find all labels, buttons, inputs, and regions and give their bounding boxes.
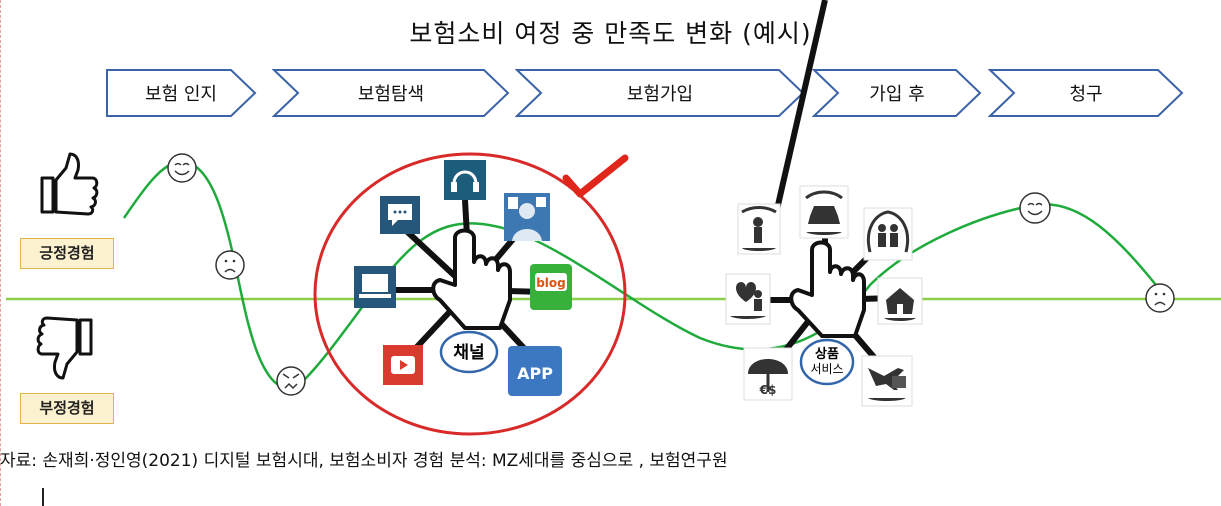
source-caption: 자료: 손재희·정인영(2021) 디지털 보험시대, 보험소비자 경험 분석:… [0,451,728,471]
sad-face-icon [1145,283,1175,313]
stage-shape [271,69,510,117]
stage-search: 보험탐색 [271,68,510,118]
pointer-hand-icon [789,240,866,338]
stage-label: 가입 후 [869,84,925,105]
stage-label: 보험가입 [626,84,694,105]
stage-shape [106,69,257,117]
umbrella-icon: €$ [743,347,793,401]
stage-claim: 청구 [987,68,1184,118]
chat-icon [380,196,420,234]
check-mark-icon [562,154,629,198]
product-label-line1: 상품 [815,347,839,362]
care-icon [737,203,781,255]
stage-shape [811,69,982,117]
negative-experience-label: 부정경험 [20,393,114,424]
pointer-hand-icon [431,228,512,330]
happy-face-icon [1019,192,1051,224]
stage-label: 청구 [1069,84,1103,105]
satisfaction-curve [122,160,1161,390]
family-icon [863,207,913,261]
stage-subscription: 보험가입 [514,68,805,118]
diagram-title: 보험소비 여정 중 만족도 변화 (예시) [409,19,812,48]
stage-label: 보험 인지 [145,84,217,105]
svg-text:blog: blog [536,276,566,290]
thumbs-up-icon [40,152,99,216]
travel-insurance-icon [861,355,913,407]
stage-after-subscription: 가입 후 [811,68,982,118]
channel-label-oval [439,330,499,374]
headset-icon [444,160,486,200]
car-insurance-icon [799,185,849,239]
laptop-icon [354,266,396,308]
video-icon [383,345,423,385]
happy-face-icon [167,153,197,183]
product-label-oval [799,338,855,386]
journey-diagram: blog APP 채널 [6,0,1221,436]
page-edge-marker [0,0,3,506]
stage-shape [987,69,1184,117]
stage-awareness: 보험 인지 [105,68,257,118]
health-icon [725,273,771,325]
thumbs-down-icon [36,316,93,380]
angry-face-icon [276,366,306,396]
app-icon: APP [508,346,562,396]
stage-label: 보험탐색 [357,84,425,105]
advisor-icon [504,193,550,241]
stage-shape [514,69,805,117]
home-insurance-icon [877,277,923,325]
svg-text:APP: APP [517,364,553,383]
svg-text:€$: €$ [759,383,777,397]
highlight-circle [313,152,627,436]
channel-label: 채널 [453,343,484,363]
cursor-mark [42,488,44,506]
sad-face-icon [215,250,245,280]
product-label-line2: 서비스 [810,362,843,376]
blog-icon: blog [530,264,572,310]
positive-experience-label: 긍정경험 [20,238,114,269]
